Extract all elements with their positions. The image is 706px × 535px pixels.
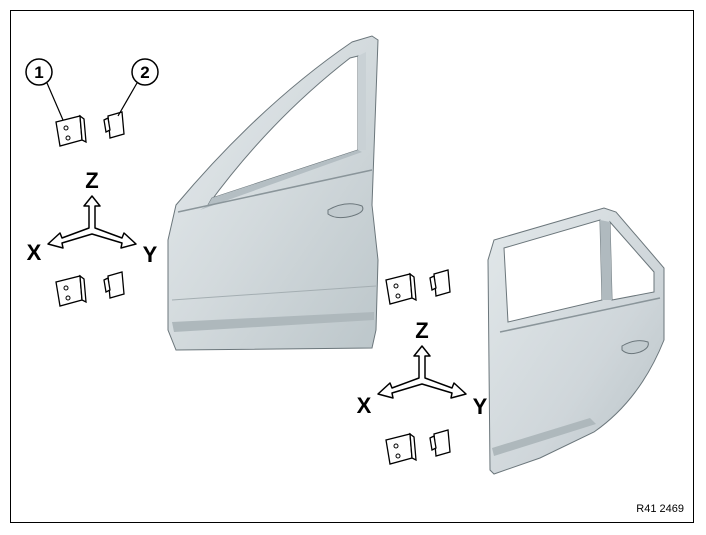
axis-x-label-rear: X xyxy=(357,393,372,418)
axis-z-label-rear: Z xyxy=(415,318,428,343)
callout-2: 2 xyxy=(117,58,159,117)
axis-z-label: Z xyxy=(85,168,98,193)
axis-y-label-rear: Y xyxy=(473,394,488,419)
hinge-1-rear-upper xyxy=(385,272,417,305)
hinge-2-rear-upper xyxy=(429,269,451,297)
hinge-1-front-lower xyxy=(55,274,87,307)
callout-2-label: 2 xyxy=(140,63,149,82)
axis-x-label: X xyxy=(27,240,42,265)
hinge-2-front-lower xyxy=(103,271,125,299)
reference-number: R41 2469 xyxy=(636,503,684,515)
axis-y-label: Y xyxy=(143,242,158,267)
rear-door xyxy=(487,207,665,475)
hinge-1-rear-lower xyxy=(385,432,417,465)
axis-triad-front: Z X Y xyxy=(27,168,158,267)
diagram-frame xyxy=(10,10,694,523)
hinge-1-top xyxy=(55,114,87,147)
callout-1-label: 1 xyxy=(34,63,43,82)
axis-triad-rear: Z X Y xyxy=(357,318,488,419)
hinge-2-top xyxy=(103,111,125,139)
callout-1: 1 xyxy=(25,58,64,121)
front-door xyxy=(167,35,379,351)
hinge-2-rear-lower xyxy=(429,429,451,457)
